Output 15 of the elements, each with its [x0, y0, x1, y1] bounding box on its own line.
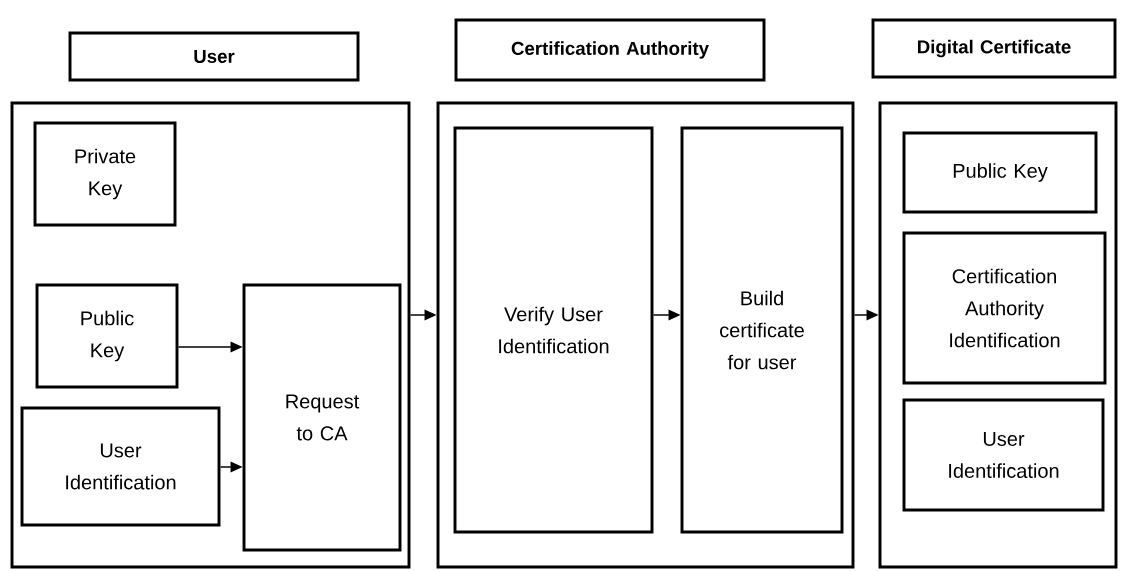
- process-box: Verify User Identification: [453, 126, 654, 534]
- container-box: [10, 101, 411, 569]
- process-box: User Identification: [20, 406, 221, 527]
- process-box: Private Key: [33, 121, 177, 227]
- process-box: Public Key: [35, 283, 179, 389]
- process-box: Public Key: [902, 131, 1098, 214]
- process-box: Request to CA: [242, 283, 402, 552]
- process-box: Build certificate for user: [680, 126, 844, 534]
- header-box: Certification Authority: [454, 18, 766, 82]
- container-box: [436, 101, 855, 569]
- header-box: Digital Certificate: [871, 18, 1117, 79]
- process-box: User Identification: [902, 398, 1105, 512]
- container-box: [878, 101, 1118, 569]
- header-box: User: [68, 31, 360, 82]
- process-box: Certification Authority Identification: [902, 231, 1107, 385]
